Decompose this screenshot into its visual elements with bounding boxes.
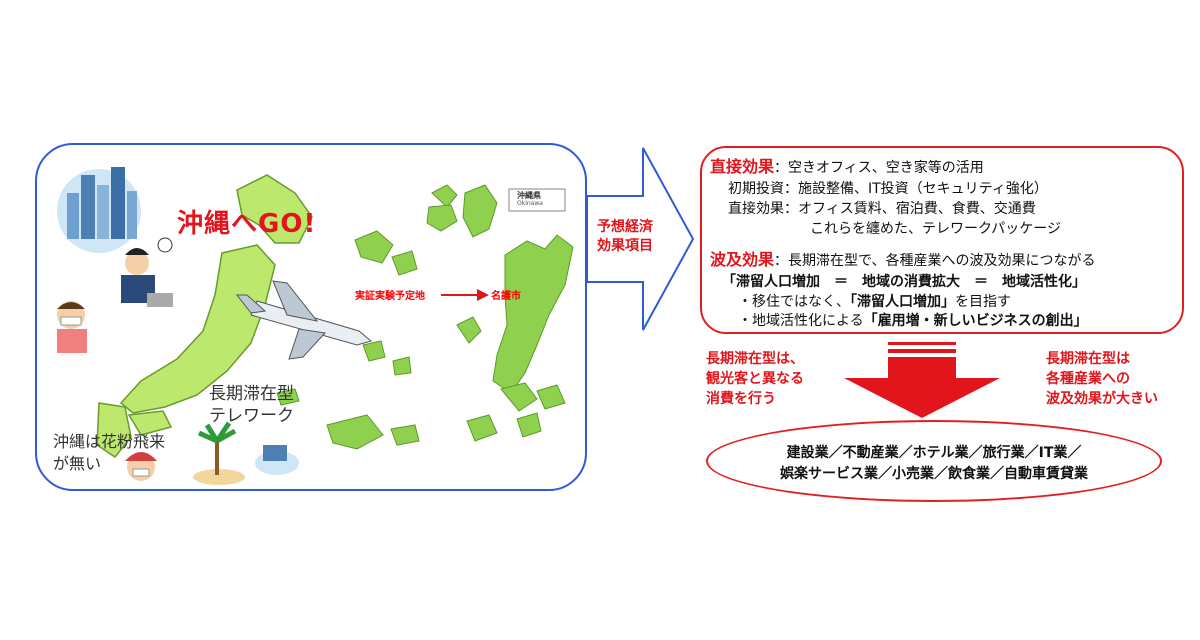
red-down-arrow-shape: [844, 342, 1000, 418]
arrow-label-line2: 効果項目: [597, 238, 653, 254]
nago-city-label: 名護市: [491, 291, 521, 302]
industries-line1: 建設業／不動産業／ホテル業／旅行業／IT業／: [786, 445, 1082, 461]
bullet1-post: を目指す: [955, 294, 1011, 310]
direct-effect-title: 直接効果: [710, 157, 775, 176]
industries-ellipse: [706, 420, 1162, 502]
mid-left-line3: 消費を行う: [706, 391, 776, 407]
mid-left-line1: 長期滞在型は、: [706, 351, 804, 367]
map-badge-sub: Okinawa: [517, 200, 543, 207]
ripple-effect-text: ：長期滞在型で、各種産業への波及効果につながる: [774, 253, 1096, 269]
bullet1-line: ・移住ではなく、「滞留人口増加」を目指す: [738, 293, 1011, 312]
direct-effect-text: ：空きオフィス、空き家等の活用: [774, 160, 984, 176]
arrow-label-line1: 予想経済: [597, 219, 653, 235]
okinawa-go-title: 沖縄へGO!: [177, 209, 317, 239]
japan-map-illustration: [57, 167, 574, 485]
initial-investment-line: 初期投資：施設整備、IT投資（セキュリティ強化）: [728, 180, 1048, 199]
telework-caption-line2: テレワーク: [209, 406, 294, 426]
initial-investment-key: 初期投資：: [728, 181, 798, 197]
mid-left-line2: 観光客と異なる: [706, 371, 804, 387]
ripple-effect-line: 波及効果：長期滞在型で、各種産業への波及効果につながる: [710, 250, 1095, 271]
mid-right-line2: 各種産業への: [1046, 371, 1130, 387]
direct-effect-line: 直接効果：空きオフィス、空き家等の活用: [710, 157, 984, 178]
mid-right-line1: 長期滞在型は: [1046, 351, 1130, 367]
direct-effect2-value2: これらを纏めた、テレワークパッケージ: [810, 221, 1062, 237]
map-badge-title: 沖縄県: [517, 191, 541, 200]
bullet1-pre: ・移住ではなく、: [738, 294, 850, 310]
left-illustration-panel: 沖縄へGO! 実証実験予定地 名護市 沖縄県 Okinawa 長期滞在型 テレワ…: [35, 143, 587, 491]
ripple-effect-title: 波及効果: [710, 250, 775, 269]
site-label: 実証実験予定地: [355, 291, 425, 302]
bullet2-pre: ・地域活性化による: [738, 313, 864, 329]
telework-caption-line1: 長期滞在型: [209, 384, 294, 404]
mid-right-line3: 波及効果が大きい: [1046, 391, 1158, 407]
direct-effect2-key: 直接効果：: [728, 201, 798, 217]
pollen-caption-line2: が無い: [53, 454, 102, 473]
bullet2-line: ・地域活性化による「雇用増・新しいビジネスの創出」: [738, 312, 1088, 331]
direct-effect2-line: 直接効果：オフィス賃料、宿泊費、食費、交通費: [728, 200, 1036, 219]
effects-box: [700, 146, 1184, 334]
bullet1-bold: 「滞留人口増加」: [850, 294, 955, 310]
industries-line2: 娯楽サービス業／小売業／飲食業／自動車賃貸業: [780, 466, 1088, 482]
bullet2-bold: 「雇用増・新しいビジネスの創出」: [863, 313, 1088, 329]
blue-arrow-shape: [586, 147, 695, 331]
initial-investment-value: 施設整備、IT投資（セキュリティ強化）: [798, 181, 1048, 197]
pollen-caption-line1: 沖縄は花粉飛来: [53, 432, 166, 451]
equation-line: 「滞留人口増加 ＝ 地域の消費拡大 ＝ 地域活性化」: [722, 274, 1086, 290]
direct-effect2-value: オフィス賃料、宿泊費、食費、交通費: [798, 201, 1036, 217]
